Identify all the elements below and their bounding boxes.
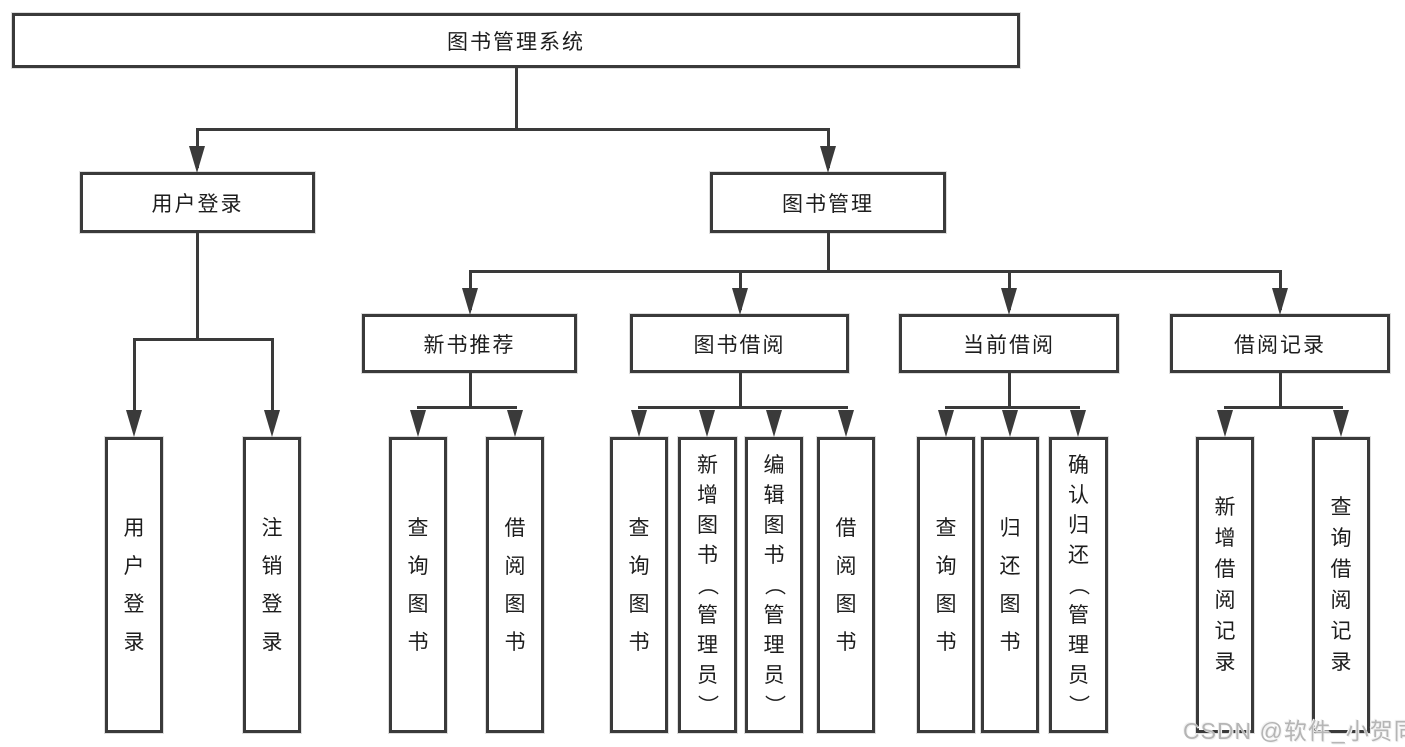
node-book-management-label: 图书管理 bbox=[782, 192, 874, 216]
leaf-borrow-query-book: 查询图书 bbox=[610, 437, 668, 733]
leaf-edit-book-admin-label: 编辑图书（管理员） bbox=[762, 453, 786, 716]
connector-records-stem bbox=[1279, 373, 1282, 409]
node-borrow-records: 借阅记录 bbox=[1170, 314, 1390, 373]
arrowhead-book-borrow bbox=[732, 288, 748, 315]
leaf-user-login-label: 用户登录 bbox=[123, 516, 145, 654]
arrowhead-borrow-book bbox=[838, 410, 854, 437]
arrowhead-new-book-recommend bbox=[462, 288, 478, 315]
connector-group3-rail bbox=[638, 406, 848, 409]
arrowhead-book-management bbox=[820, 146, 836, 173]
arrowhead-add-borrow-record bbox=[1217, 410, 1233, 437]
connector-current-stem bbox=[1008, 373, 1011, 409]
connector-recommend-stem bbox=[469, 373, 472, 409]
node-new-book-recommend-label: 新书推荐 bbox=[423, 333, 516, 357]
leaf-add-borrow-record-label: 新增借阅记录 bbox=[1214, 496, 1236, 674]
node-user-login-label: 用户登录 bbox=[151, 192, 244, 216]
arrowhead-edit-book-admin bbox=[766, 410, 782, 437]
arrowhead-user-login bbox=[189, 146, 205, 173]
csdn-watermark: CSDN @软件_小贺同学 bbox=[1183, 718, 1405, 744]
arrowhead-return-book bbox=[1002, 410, 1018, 437]
leaf-rec-borrow-book-label: 借阅图书 bbox=[504, 516, 526, 654]
leaf-edit-book-admin: 编辑图书（管理员） bbox=[745, 437, 803, 733]
arrowhead-confirm-return bbox=[1070, 410, 1086, 437]
arrowhead-add-book-admin bbox=[699, 410, 715, 437]
connector-to-leaf-user-login bbox=[133, 338, 136, 418]
arrowhead-borrow-records bbox=[1272, 288, 1288, 315]
connector-group5-rail bbox=[1224, 406, 1343, 409]
connector-to-leaf-logout bbox=[271, 338, 274, 418]
leaf-return-book-label: 归还图书 bbox=[999, 516, 1021, 654]
node-book-borrow: 图书借阅 bbox=[630, 314, 849, 373]
leaf-add-book-admin-label: 新增图书（管理员） bbox=[696, 453, 719, 716]
connector-group4-rail bbox=[945, 406, 1080, 409]
leaf-current-query-book: 查询图书 bbox=[917, 437, 975, 733]
connector-level3-rail bbox=[469, 270, 1282, 273]
node-current-borrow-label: 当前借阅 bbox=[963, 333, 1055, 357]
node-new-book-recommend: 新书推荐 bbox=[362, 314, 577, 373]
node-book-borrow-label: 图书借阅 bbox=[693, 333, 786, 357]
arrowhead-current-query-book bbox=[938, 410, 954, 437]
arrowhead-rec-query-book bbox=[410, 410, 426, 437]
arrowhead-current-borrow bbox=[1001, 288, 1017, 315]
leaf-current-query-book-label: 查询图书 bbox=[935, 516, 957, 654]
connector-root-stem bbox=[515, 68, 518, 128]
leaf-rec-query-book-label: 查询图书 bbox=[407, 516, 429, 654]
leaf-borrow-query-book-label: 查询图书 bbox=[628, 516, 650, 654]
arrowhead-borrow-query-book bbox=[631, 410, 647, 437]
connector-book-management-stem bbox=[827, 233, 830, 273]
connector-group1-rail bbox=[133, 338, 274, 341]
leaf-rec-borrow-book: 借阅图书 bbox=[486, 437, 544, 733]
connector-level2-rail bbox=[196, 128, 830, 131]
arrowhead-leaf-logout bbox=[264, 410, 280, 437]
node-root: 图书管理系统 bbox=[12, 13, 1020, 68]
leaf-borrow-book: 借阅图书 bbox=[817, 437, 875, 733]
connector-borrow-stem bbox=[739, 373, 742, 409]
node-current-borrow: 当前借阅 bbox=[899, 314, 1119, 373]
connector-user-login-stem bbox=[196, 233, 199, 340]
node-book-management: 图书管理 bbox=[710, 172, 946, 233]
leaf-logout-label: 注销登录 bbox=[261, 516, 283, 654]
arrowhead-leaf-user-login bbox=[126, 410, 142, 437]
leaf-add-book-admin: 新增图书（管理员） bbox=[678, 437, 737, 733]
leaf-user-login: 用户登录 bbox=[105, 437, 163, 733]
node-borrow-records-label: 借阅记录 bbox=[1234, 333, 1326, 357]
node-root-label: 图书管理系统 bbox=[447, 30, 585, 54]
arrowhead-query-borrow-record bbox=[1333, 410, 1349, 437]
arrowhead-rec-borrow-book bbox=[507, 410, 523, 437]
leaf-rec-query-book: 查询图书 bbox=[389, 437, 447, 733]
leaf-query-borrow-record: 查询借阅记录 bbox=[1312, 437, 1370, 733]
leaf-confirm-return-admin: 确认归还（管理员） bbox=[1049, 437, 1108, 733]
node-user-login: 用户登录 bbox=[80, 172, 315, 233]
leaf-confirm-return-admin-label: 确认归还（管理员） bbox=[1067, 453, 1090, 716]
leaf-logout: 注销登录 bbox=[243, 437, 301, 733]
leaf-borrow-book-label: 借阅图书 bbox=[835, 516, 857, 654]
connector-group2-rail bbox=[417, 406, 517, 409]
leaf-query-borrow-record-label: 查询借阅记录 bbox=[1330, 496, 1352, 674]
leaf-add-borrow-record: 新增借阅记录 bbox=[1196, 437, 1254, 733]
leaf-return-book: 归还图书 bbox=[981, 437, 1039, 733]
